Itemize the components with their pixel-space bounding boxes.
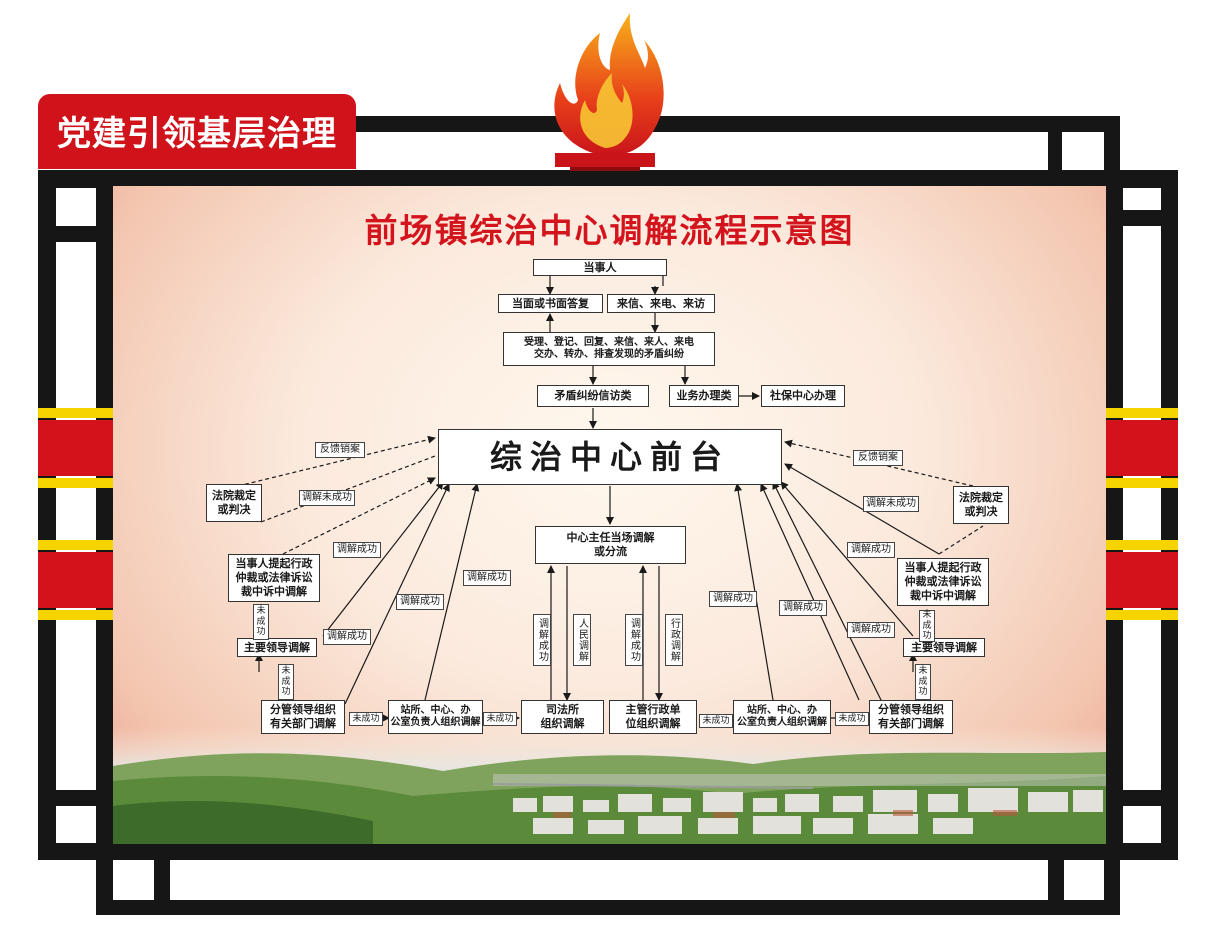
label-not-success-right-4: 未 成 功 <box>915 664 931 700</box>
town-landscape-image <box>113 726 1106 844</box>
label-success-right-2: 调解成功 <box>779 600 827 616</box>
box-judicial-office: 司法所 组织调解 <box>521 700 604 734</box>
label-success-left-2: 调解成功 <box>323 629 371 645</box>
box-comprehensive-center-front-desk: 综治中心前台 <box>438 429 782 485</box>
box-court-right: 法院裁定 或判决 <box>953 486 1009 524</box>
section-title-tab: 党建引领基层治理 <box>38 94 356 169</box>
box-dept-left: 分管领导组织 有关部门调解 <box>261 700 345 734</box>
box-leader-left: 主要领导调解 <box>237 638 317 657</box>
label-success-left-4: 调解成功 <box>463 570 511 586</box>
box-court-left: 法院裁定 或判决 <box>206 484 262 522</box>
label-feedback-left: 反馈销案 <box>315 442 365 458</box>
label-admin-mediation: 行政调解 <box>665 614 683 666</box>
label-not-success-left-1: 未 成 功 <box>253 604 269 640</box>
label-failed-left: 调解未成功 <box>299 490 355 506</box>
box-petition-type: 矛盾纠纷信访类 <box>537 385 649 407</box>
board-title: 前场镇综治中心调解流程示意图 <box>364 211 855 250</box>
box-reply: 当面或书面答复 <box>498 294 603 313</box>
label-not-success-left-2: 未 成 功 <box>278 664 294 700</box>
box-accept-register: 受理、登记、回复、来信、来人、来电 交办、转办、排查发现的矛盾纠纷 <box>503 332 715 366</box>
box-dept-right: 分管领导组织 有关部门调解 <box>869 700 953 734</box>
label-success-right-4: 调解成功 <box>847 622 895 638</box>
flowchart-board: 前场镇综治中心调解流程示意图 <box>113 186 1106 844</box>
box-social-security: 社保中心办理 <box>761 385 845 407</box>
flow-connectors <box>237 274 984 722</box>
label-success-left-3: 调解成功 <box>396 594 444 610</box>
section-title: 党建引领基层治理 <box>57 114 337 154</box>
label-success-vertical-2: 调解成功 <box>625 614 643 666</box>
label-feedback-right: 反馈销案 <box>853 450 903 466</box>
label-not-success-right-1: 未成功 <box>699 714 733 728</box>
label-people-mediation: 人民调解 <box>573 614 591 666</box>
flame-icon <box>554 13 664 171</box>
label-not-success-left-4: 未成功 <box>483 712 517 726</box>
box-party: 当事人 <box>533 259 667 276</box>
label-failed-right: 调解未成功 <box>863 496 919 512</box>
box-litigation-right: 当事人提起行政 仲裁或法律诉讼 裁中诉中调解 <box>897 558 989 606</box>
label-success-vertical-1: 调解成功 <box>533 614 551 666</box>
label-success-right-1: 调解成功 <box>709 591 757 607</box>
label-success-right-3: 调解成功 <box>847 542 895 558</box>
box-admin-unit: 主管行政单 位组织调解 <box>609 700 697 734</box>
label-not-success-right-3: 未 成 功 <box>919 610 935 642</box>
box-director-mediation: 中心主任当场调解 或分流 <box>535 526 686 564</box>
label-not-success-right-2: 未成功 <box>835 712 869 726</box>
box-business-type: 业务办理类 <box>669 385 739 407</box>
box-litigation-left: 当事人提起行政 仲裁或法律诉讼 裁中诉中调解 <box>228 554 320 602</box>
box-leader-right: 主要领导调解 <box>903 638 985 657</box>
box-letters-calls-visits: 来信、来电、来访 <box>607 294 715 313</box>
label-not-success-left-3: 未成功 <box>349 712 383 726</box>
label-success-left-1: 调解成功 <box>333 542 381 558</box>
box-station-left: 站所、中心、办 公室负责人组织调解 <box>388 700 483 734</box>
box-station-right: 站所、中心、办 公室负责人组织调解 <box>733 700 831 734</box>
